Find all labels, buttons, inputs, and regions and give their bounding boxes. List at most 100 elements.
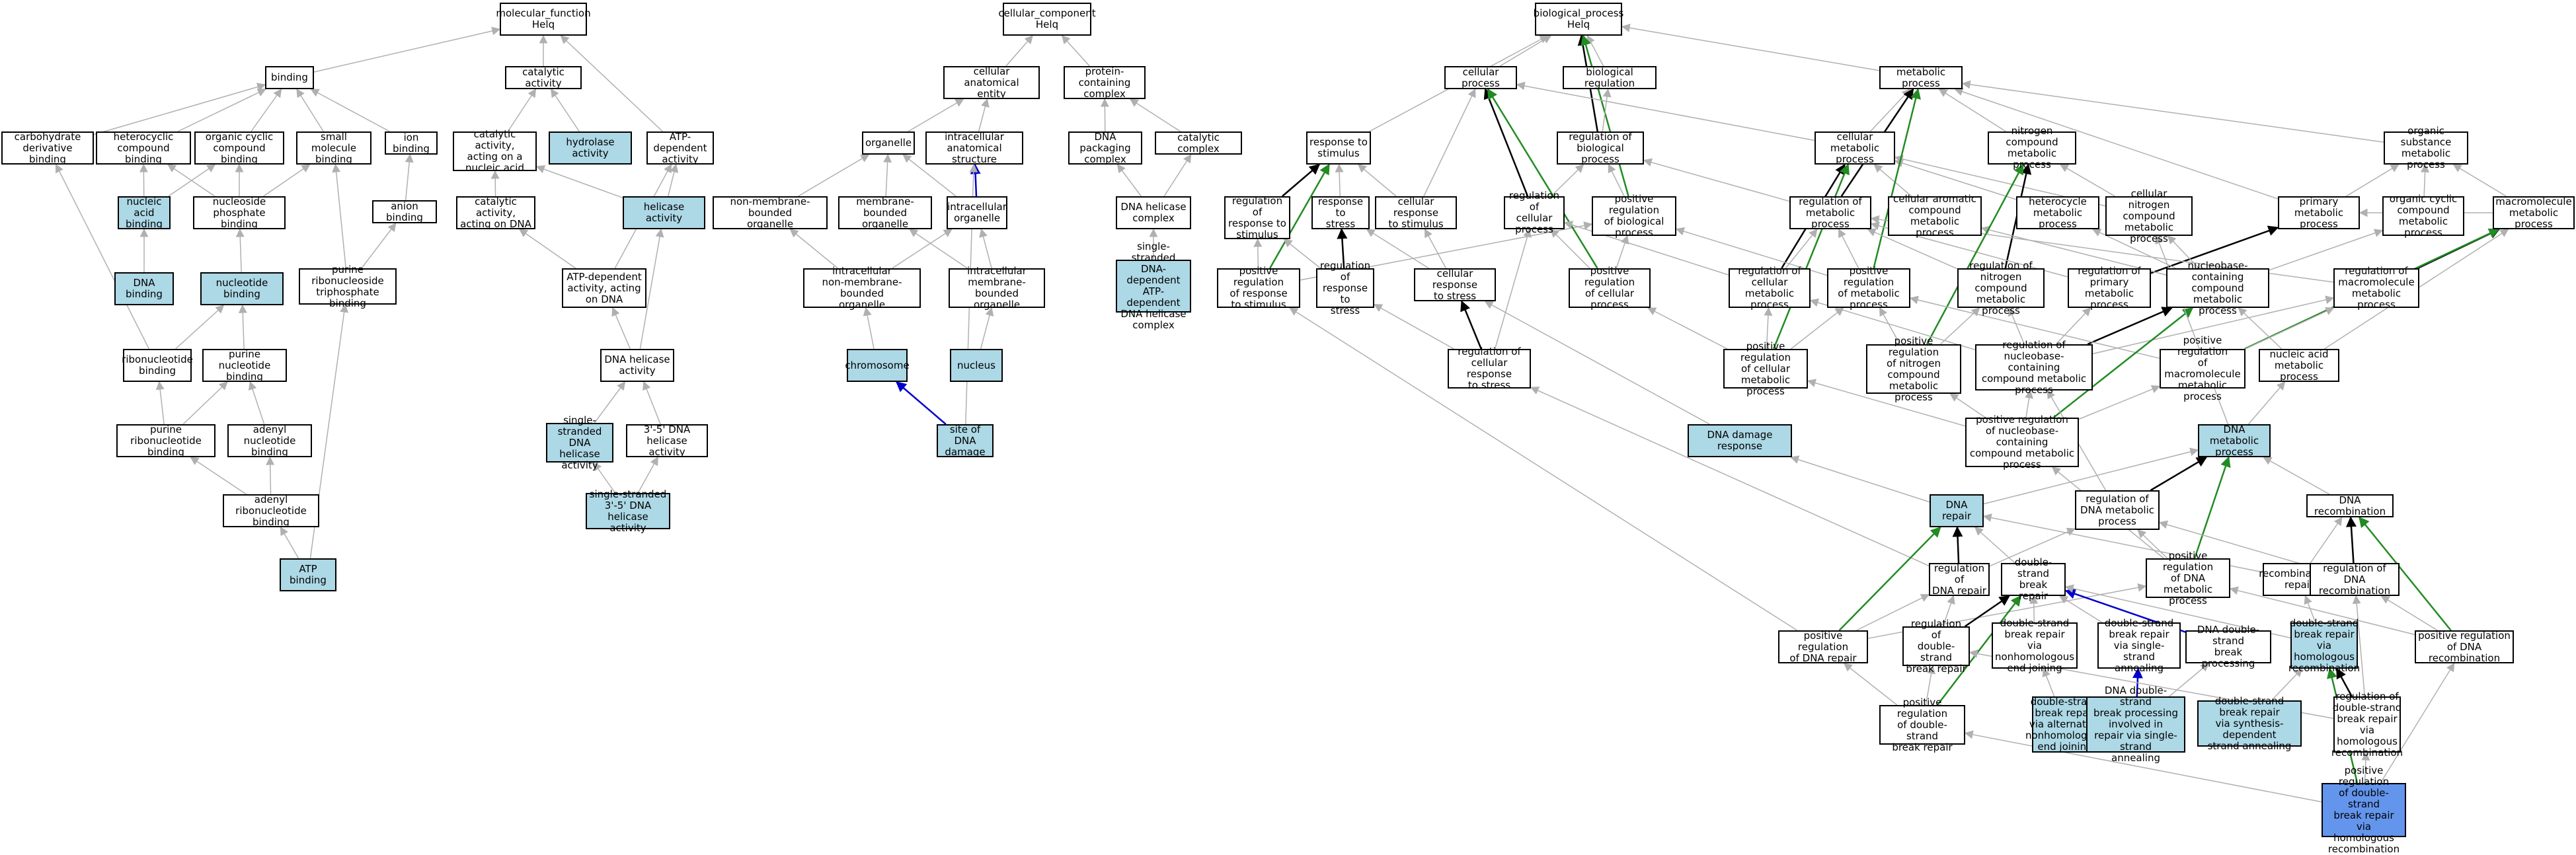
go-term-node-catact[interactable]: catalytic activity [505,66,582,89]
go-term-node-prnt[interactable]: purine ribonucleoside triphosphate bindi… [299,268,397,305]
go-term-node-hetbind[interactable]: heterocyclic compound binding [96,131,191,165]
go-term-node-dsbrssa[interactable]: double-strand break repair via single-st… [2097,622,2181,669]
go-term-node-occmp[interactable]: organic cyclic compound metabolic proces… [2382,196,2464,236]
go-term-node-metproc[interactable]: metabolic process [1879,66,1963,89]
go-term-node-cae[interactable]: cellular anatomical entity [943,66,1040,99]
go-term-node-posregmp[interactable]: positive regulation of metabolic process [1827,268,1910,308]
go-term-node-dnadamresp[interactable]: DNA damage response [1688,424,1792,457]
go-term-node-dnabind[interactable]: DNA binding [114,272,174,305]
go-term-node-nucbind[interactable]: nucleotide binding [200,272,284,305]
go-term-node-purnucbind[interactable]: purine nucleotide binding [202,349,287,382]
go-term-node-regrespstim[interactable]: regulation of response to stimulus [1224,196,1290,239]
go-term-node-regdnarepair[interactable]: regulation of DNA repair [1929,563,1990,596]
go-term-node-nab[interactable]: nucleic acid binding [118,196,171,229]
go-term-node-posregdsbr[interactable]: positive regulation of double-strand bre… [1879,705,1965,745]
go-term-node-dsbr[interactable]: double-strand break repair [2001,563,2066,596]
go-term-node-atpdepdna[interactable]: ATP-dependent activity, acting on DNA [562,268,646,308]
go-term-node-regcrs[interactable]: regulation of cellular response to stres… [1448,349,1531,389]
go-term-node-nbcmp[interactable]: nucleobase-containing compound metabolic… [2166,268,2269,308]
go-term-node-dnahelcx[interactable]: DNA helicase complex [1116,196,1191,229]
go-term-node-ionbind[interactable]: ion binding [385,131,438,155]
go-term-node-pcc[interactable]: protein-containing complex [1064,66,1146,99]
go-term-node-cacmp[interactable]: cellular aromatic compound metabolic pro… [1888,196,1982,236]
go-term-node-cellproc[interactable]: cellular process [1444,66,1517,89]
go-term-node-atpdep[interactable]: ATP-dependent activity [646,131,714,165]
go-term-node-posregncmp[interactable]: positive regulation of nitrogen compound… [1866,344,1961,394]
go-term-node-posregmacmp[interactable]: positive regulation of macromolecule met… [2160,349,2245,389]
go-term-node-icnmbo[interactable]: intracellular non-membrane-bounded organ… [803,268,921,308]
go-term-node-dsbproc[interactable]: DNA double-strand break processing [2185,630,2271,663]
go-term-node-respstim[interactable]: response to stimulus [1306,131,1371,165]
go-term-node-primmp[interactable]: primary metabolic process [2278,196,2360,229]
go-term-node-dnarecomb[interactable]: DNA recombination [2306,494,2394,517]
go-term-node-regdsbr[interactable]: regulation of double-strand break repair [1902,626,1970,666]
go-term-node-smallmol[interactable]: small molecule binding [296,131,371,165]
go-term-node-macmp[interactable]: macromolecule metabolic process [2493,196,2575,229]
go-term-node-ncmp[interactable]: nitrogen compound metabolic process [1988,131,2076,165]
go-term-node-dsbprocssa[interactable]: DNA double-strand break processing invol… [2086,696,2185,753]
go-term-node-anionbind[interactable]: anion binding [372,200,437,223]
go-term-node-mf[interactable]: molecular_function Helq [500,3,587,36]
go-term-node-hetmp[interactable]: heterocycle metabolic process [2016,196,2099,229]
go-term-node-posregbp[interactable]: positive regulation of biological proces… [1592,196,1676,236]
go-term-node-posregcp[interactable]: positive regulation of cellular process [1569,268,1651,308]
go-term-node-mbo[interactable]: membrane-bounded organelle [838,196,932,229]
go-term-node-regncmp[interactable]: regulation of nitrogen compound metaboli… [1957,268,2045,308]
go-term-node-catnuc[interactable]: catalytic activity, acting on a nucleic … [453,131,537,171]
go-term-node-dnarepair[interactable]: DNA repair [1930,494,1984,527]
go-term-node-ribonucbind[interactable]: ribonucleotide binding [123,349,192,382]
go-term-node-cc[interactable]: cellular_component Helq [1003,3,1091,36]
go-term-node-posregdnarepair[interactable]: positive regulation of DNA repair [1778,630,1868,663]
go-term-node-posregrespstim[interactable]: positive regulation of response to stimu… [1217,268,1300,308]
go-term-node-dnamp[interactable]: DNA metabolic process [2198,424,2271,457]
go-term-node-regprimmp[interactable]: regulation of primary metabolic process [2068,268,2151,308]
go-term-node-regmacmp[interactable]: regulation of macromolecule metabolic pr… [2333,268,2419,308]
go-term-node-posregnbcmp[interactable]: positive regulation of nucleobase-contai… [1965,418,2079,467]
go-term-node-orgcyc[interactable]: organic cyclic compound binding [194,131,284,165]
go-term-node-nucleus[interactable]: nucleus [950,349,1003,382]
go-term-node-cncmp[interactable]: cellular nitrogen compound metabolic pro… [2105,196,2193,236]
go-term-node-helact[interactable]: helicase activity [623,196,705,229]
go-term-node-respstress[interactable]: response to stress [1311,196,1370,229]
go-term-node-ssdnahel35[interactable]: single-stranded 3'-5' DNA helicase activ… [586,493,670,529]
go-term-node-dnahel[interactable]: DNA helicase activity [600,349,674,382]
go-term-node-icorg[interactable]: intracellular organelle [947,196,1007,229]
go-term-node-regbp[interactable]: regulation of biological process [1557,131,1644,165]
go-term-node-regcmp[interactable]: regulation of cellular metabolic process [1729,268,1811,308]
go-term-node-binding[interactable]: binding [265,66,314,89]
go-term-node-carbderiv[interactable]: carbohydrate derivative binding [1,131,94,165]
go-term-node-catdna[interactable]: catalytic activity, acting on DNA [456,196,535,229]
go-term-node-chromosome[interactable]: chromosome [847,349,908,382]
go-term-node-posregdsbrhr[interactable]: positive regulation of double-strand bre… [2322,783,2406,837]
go-term-node-nmbo[interactable]: non-membrane-bounded organelle [713,196,828,229]
go-term-node-regdnamp[interactable]: regulation of DNA metabolic process [2075,490,2160,530]
go-term-node-cmp[interactable]: cellular metabolic process [1815,131,1895,165]
go-term-node-namp[interactable]: nucleic acid metabolic process [2259,349,2339,382]
go-term-node-ias[interactable]: intracellular anatomical structure [925,131,1023,165]
go-term-node-regcp[interactable]: regulation of cellular process [1504,196,1565,229]
go-term-node-hydrol[interactable]: hydrolase activity [549,131,632,165]
go-term-node-nucphos[interactable]: nucleoside phosphate binding [193,196,286,229]
go-term-node-regdsbrhr[interactable]: regulation of double-strand break repair… [2333,696,2401,753]
go-term-node-bp[interactable]: biological_process Helq [1535,3,1622,36]
go-term-node-ssdnahel[interactable]: single-stranded DNA helicase activity [546,423,613,463]
go-term-node-posregcmp[interactable]: positive regulation of cellular metaboli… [1723,349,1808,389]
go-term-node-regdnarecomb[interactable]: regulation of DNA recombination [2310,563,2400,596]
go-term-node-cellrespstim[interactable]: cellular response to stimulus [1375,196,1457,229]
go-term-node-purribonucbind[interactable]: purine ribonucleotide binding [116,424,215,457]
go-term-node-adenylnucbind[interactable]: adenyl nucleotide binding [227,424,312,457]
go-term-node-regmp[interactable]: regulation of metabolic process [1789,196,1871,229]
go-term-node-dnahel35[interactable]: 3'-5' DNA helicase activity [626,424,708,457]
go-term-node-dsbrnhej[interactable]: double-strand break repair via nonhomolo… [1992,622,2078,669]
go-term-node-ssdnahelcx[interactable]: single-stranded DNA-dependent ATP-depend… [1116,260,1191,313]
go-term-node-atpbind[interactable]: ATP binding [280,558,336,591]
go-term-node-posregdnarecomb[interactable]: positive regulation of DNA recombination [2415,630,2514,663]
go-term-node-bioreg[interactable]: biological regulation [1563,66,1657,89]
go-term-node-catcomplex[interactable]: catalytic complex [1155,131,1242,155]
go-term-node-osmp[interactable]: organic substance metabolic process [2384,131,2468,165]
go-term-node-dsbrsdsa[interactable]: double-strand break repair via synthesis… [2197,700,2302,747]
go-term-node-dnapack[interactable]: DNA packaging complex [1068,131,1142,165]
go-term-node-dsbrhr[interactable]: double-strand break repair via homologou… [2290,622,2358,669]
go-term-node-icmbo[interactable]: intracellular membrane-bounded organelle [949,268,1045,308]
go-term-node-regnbcmp[interactable]: regulation of nucleobase-containing comp… [1975,344,2093,390]
